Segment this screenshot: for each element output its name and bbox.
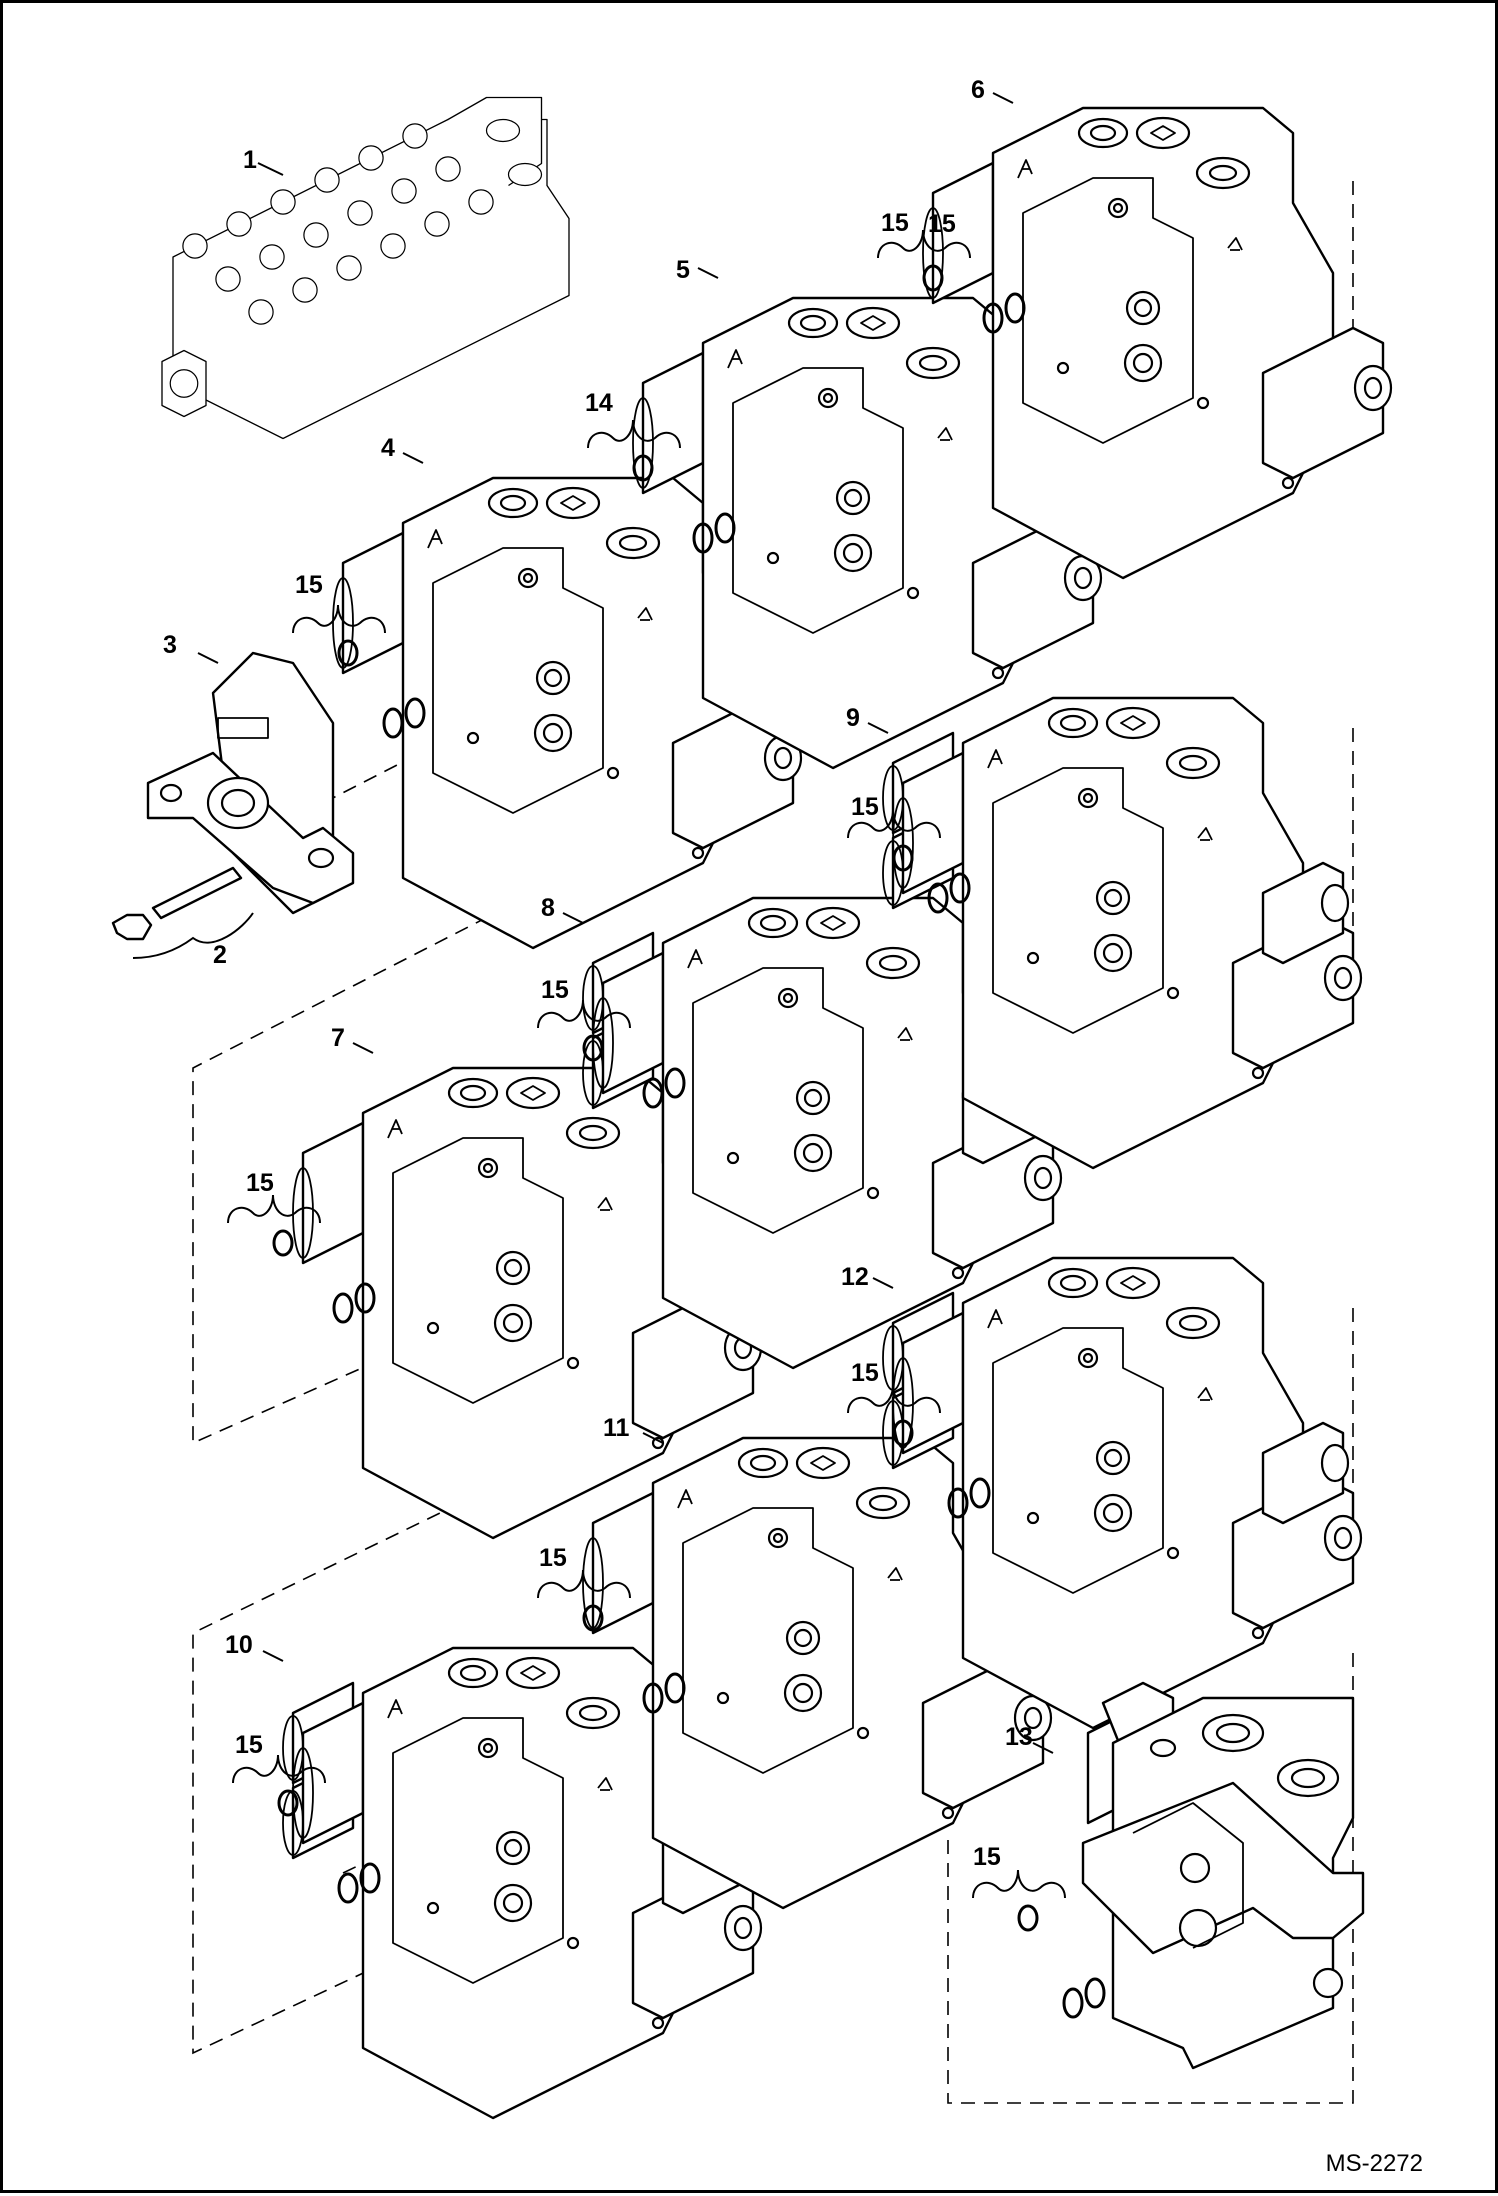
drawing-code: MS-2272 bbox=[1326, 2150, 1423, 2177]
callout-label-15: 15 bbox=[881, 209, 909, 237]
callout-label-15: 15 bbox=[851, 1359, 879, 1387]
callout-label-15: 15 bbox=[928, 210, 956, 238]
callout-label-15: 15 bbox=[235, 1731, 263, 1759]
callout-label-8: 8 bbox=[541, 894, 555, 922]
callout-label-15: 15 bbox=[246, 1169, 274, 1197]
callout-label-3: 3 bbox=[163, 631, 177, 659]
callout-label-14: 14 bbox=[585, 389, 613, 417]
callout-label-4: 4 bbox=[381, 434, 395, 462]
callout-label-11: 11 bbox=[603, 1414, 630, 1442]
callout-label-1: 1 bbox=[243, 146, 257, 174]
inlet-end-plate-3 bbox=[146, 651, 355, 915]
callout-label-7: 7 bbox=[331, 1024, 345, 1052]
exploded-valve-diagram: 123456789101112131415151515151515151515 … bbox=[111, 76, 1423, 2177]
outlet-end-section-13 bbox=[1081, 1681, 1365, 2070]
callout-label-15: 15 bbox=[541, 976, 569, 1004]
callout-label-12: 12 bbox=[841, 1263, 869, 1291]
callout-label-5: 5 bbox=[676, 256, 690, 284]
callout-label-15: 15 bbox=[295, 571, 323, 599]
callout-label-6: 6 bbox=[971, 76, 985, 104]
callout-label-13: 13 bbox=[1005, 1723, 1033, 1751]
valve-section-6 bbox=[921, 106, 1393, 580]
leader-lines bbox=[197, 92, 1054, 1754]
valve-assembly-1 bbox=[161, 96, 570, 440]
callout-label-15: 15 bbox=[851, 793, 879, 821]
callout-label-9: 9 bbox=[846, 704, 860, 732]
callout-label-10: 10 bbox=[225, 1631, 253, 1659]
callout-label-15: 15 bbox=[973, 1843, 1001, 1871]
callout-label-15: 15 bbox=[539, 1544, 567, 1572]
callout-label-2: 2 bbox=[213, 941, 227, 969]
tie-rod-kit-2 bbox=[111, 866, 254, 959]
